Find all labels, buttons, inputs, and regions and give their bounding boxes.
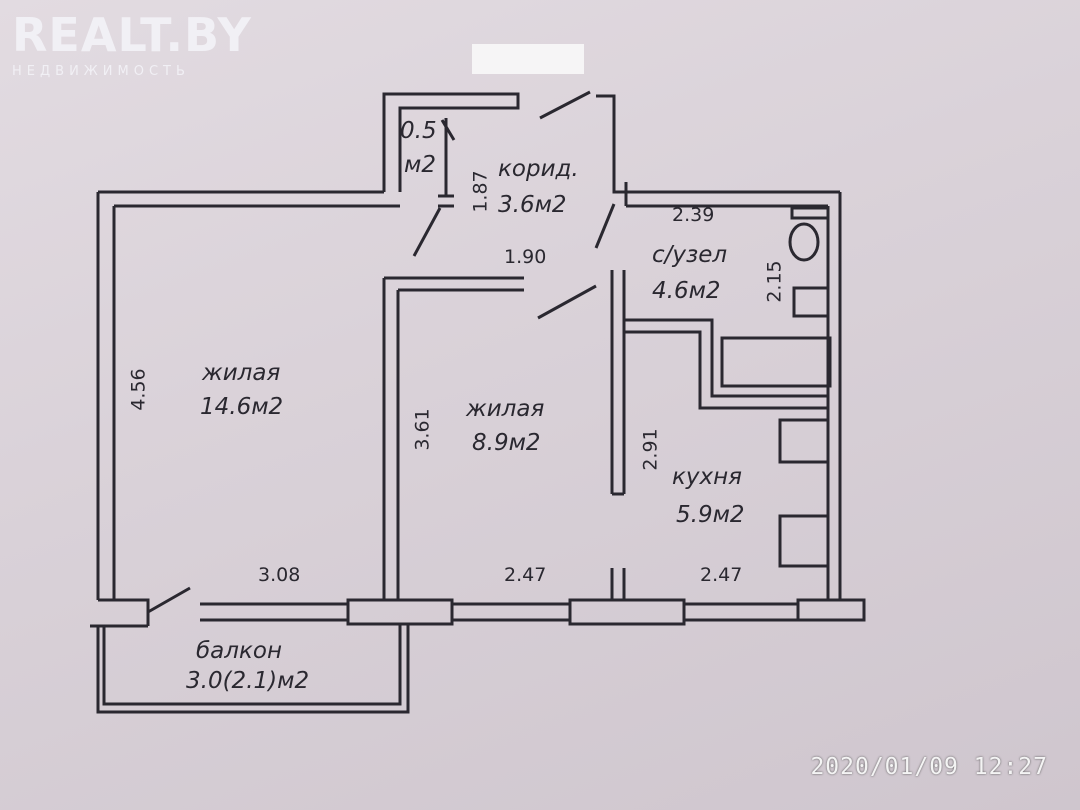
photo-timestamp: 2020/01/09 12:27 — [810, 754, 1048, 780]
dim-corridor-width: 1.90 — [504, 246, 547, 268]
room-area-closet: м2 — [404, 152, 436, 178]
room-area-living-small: 8.9м2 — [472, 430, 541, 456]
room-area-balcony: 3.0(2.1)м2 — [186, 668, 310, 694]
room-name-corridor: корид. — [498, 156, 579, 182]
room-name-bathroom: с/узел — [652, 242, 728, 268]
bathroom-wall — [624, 318, 828, 410]
room-name-living-large: жилая — [202, 360, 281, 386]
toilet-icon — [788, 222, 820, 262]
closet-partition — [438, 118, 454, 208]
room-area-living-large: 14.6м2 — [200, 394, 284, 420]
closet-wall — [382, 92, 520, 192]
outer-wall-bottom — [90, 598, 866, 628]
outer-wall-top-left — [98, 190, 400, 208]
sink-icon — [792, 286, 830, 318]
room-area-kitchen: 5.9м2 — [676, 502, 745, 528]
room-name-balcony: балкон — [196, 638, 282, 664]
stove-icon — [778, 514, 830, 568]
room-name-kitchen: кухня — [672, 464, 742, 490]
partition-kitchen — [610, 270, 626, 496]
room-name-living-small: жилая — [466, 396, 545, 422]
room-name-closet: 0.5 — [400, 118, 437, 144]
dim-living-small-height: 3.61 — [411, 408, 434, 451]
dim-bathroom-width: 2.39 — [672, 204, 715, 226]
watermark-tagline: НЕДВИЖИМОСТЬ — [12, 64, 190, 79]
realt-watermark: REALT.BY НЕДВИЖИМОСТЬ — [12, 12, 252, 79]
dim-corridor-height: 1.87 — [469, 170, 492, 213]
room-area-bathroom: 4.6м2 — [652, 278, 721, 304]
kitchen-stub — [610, 568, 626, 600]
kitchen-sink-icon — [778, 418, 830, 464]
watermark-brand: REALT.BY — [12, 8, 252, 62]
balcony-outline — [96, 624, 410, 714]
partition-living — [382, 276, 524, 600]
dim-kitchen-width: 2.47 — [700, 564, 743, 586]
toilet-tank — [790, 206, 830, 220]
outer-wall-left — [96, 192, 116, 600]
dim-kitchen-height: 2.91 — [639, 428, 662, 471]
dim-bathroom-height: 2.15 — [763, 260, 786, 303]
dim-living-small-width: 2.47 — [504, 564, 547, 586]
bathtub — [720, 336, 832, 388]
room-area-corridor: 3.6м2 — [498, 192, 567, 218]
dim-living-large-width: 3.08 — [258, 564, 301, 586]
redacted-label — [472, 44, 584, 74]
dim-living-large-height: 4.56 — [127, 368, 150, 411]
corridor-right-wall — [596, 94, 840, 206]
door-swing — [147, 90, 616, 614]
